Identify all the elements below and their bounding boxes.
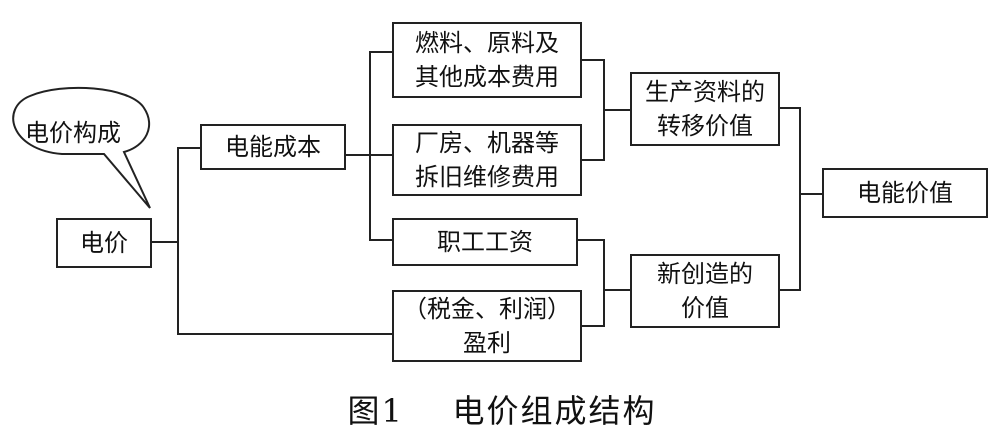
- node-new-value-line2: 价值: [681, 294, 729, 322]
- node-transfer-value-line1: 生产资料的: [645, 78, 765, 106]
- node-profit-line1: （税金、利润）: [403, 295, 571, 323]
- node-fuel-costs-line1: 燃料、原料及: [415, 29, 559, 57]
- node-transfer-value: 生产资料的 转移价值: [630, 72, 780, 146]
- node-energy-cost: 电能成本: [200, 124, 346, 170]
- node-price-label: 电价: [80, 229, 128, 257]
- node-new-value-line1: 新创造的: [657, 260, 753, 288]
- node-price: 电价: [56, 218, 152, 268]
- connector-transfer: [582, 59, 630, 161]
- node-depreciation-line2: 拆旧维修费用: [415, 163, 559, 191]
- node-fuel-costs-line2: 其他成本费用: [415, 63, 559, 91]
- connector-new-value: [578, 239, 630, 327]
- node-fuel-costs: 燃料、原料及 其他成本费用: [392, 22, 582, 98]
- connector-cost-split: [346, 51, 392, 241]
- connector-energy-value: [780, 107, 822, 291]
- node-depreciation: 厂房、机器等 拆旧维修费用: [392, 124, 582, 196]
- figure-caption: 图1 电价组成结构: [347, 392, 657, 430]
- node-energy-value-label: 电能价值: [857, 179, 953, 207]
- node-profit-line2: 盈利: [463, 329, 511, 357]
- callout-bubble: [12, 86, 151, 209]
- node-transfer-value-line2: 转移价值: [657, 112, 753, 140]
- callout-label: 电价构成: [25, 118, 121, 147]
- node-wages: 职工工资: [392, 218, 578, 266]
- node-wages-label: 职工工资: [437, 228, 533, 256]
- connector-lines: [12, 51, 822, 335]
- node-depreciation-line1: 厂房、机器等: [415, 129, 559, 157]
- node-energy-cost-label: 电能成本: [225, 133, 321, 161]
- connector-price-split: [152, 147, 392, 335]
- node-profit: （税金、利润） 盈利: [392, 290, 582, 362]
- node-energy-value: 电能价值: [822, 168, 988, 218]
- price-composition-diagram: 电价构成 电价 电能成本 燃料、原料及 其他成本费用 厂房、机器等 拆旧维修费用…: [12, 22, 988, 362]
- node-new-value: 新创造的 价值: [630, 254, 780, 328]
